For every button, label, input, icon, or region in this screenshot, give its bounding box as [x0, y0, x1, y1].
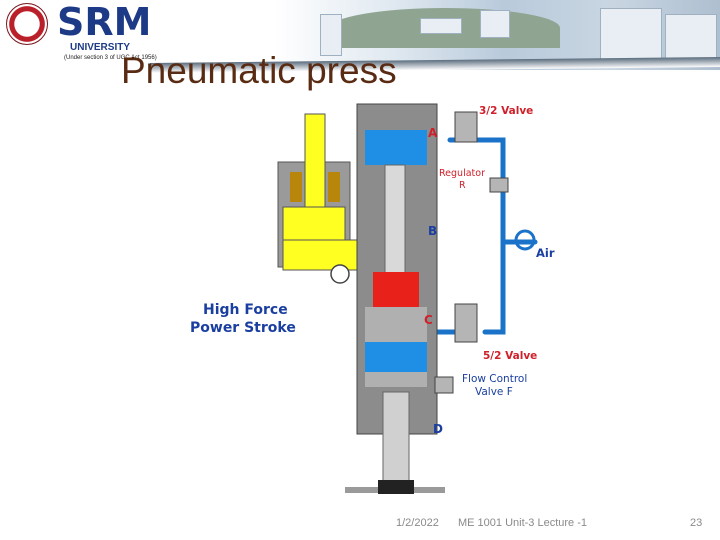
label-port-c: C — [424, 313, 433, 327]
logo-note: (Under section 3 of UGC Act 1956) — [64, 55, 157, 61]
slide-title: Pneumatic press — [121, 50, 397, 91]
label-valve-f: Valve F — [475, 386, 513, 398]
regulator-icon — [489, 177, 509, 193]
label-valve-52: 5/2 Valve — [483, 350, 537, 362]
label-air: Air — [536, 246, 555, 260]
logo-university: UNIVERSITY — [70, 42, 131, 53]
label-valve-32: 3/2 Valve — [479, 105, 533, 117]
label-power-stroke: Power Stroke — [190, 320, 296, 336]
label-regulator-r: R — [459, 180, 466, 191]
footer-course: ME 1001 Unit-3 Lecture -1 — [458, 517, 588, 529]
header-banner — [0, 0, 720, 70]
banner-building — [480, 10, 510, 38]
label-port-a: A — [428, 126, 438, 140]
valve-52-icon — [454, 303, 478, 343]
valve-32-icon — [454, 111, 478, 143]
banner-building — [320, 14, 342, 56]
banner-building — [665, 14, 717, 62]
banner-building — [600, 8, 662, 62]
flow-control-icon — [434, 376, 454, 394]
pressure-gauge-icon — [330, 264, 350, 284]
pneumatic-press-diagram: 3/2 Valve A Regulator R B Air High Force… — [190, 103, 555, 494]
footer-date: 1/2/2022 — [396, 517, 439, 529]
university-seal-icon — [6, 3, 48, 45]
label-port-d: D — [433, 422, 443, 436]
label-port-b: B — [428, 224, 437, 238]
label-regulator: Regulator — [439, 168, 485, 179]
main-cylinder — [345, 103, 445, 494]
air-inlet-icon — [514, 229, 536, 251]
label-flow-control: Flow Control — [462, 373, 527, 385]
footer-page-number: 23 — [690, 517, 703, 529]
hydraulic-chamber — [277, 113, 374, 271]
label-high-force: High Force — [203, 302, 288, 318]
banner-building — [420, 18, 462, 34]
logo-name: SRM — [57, 0, 152, 44]
